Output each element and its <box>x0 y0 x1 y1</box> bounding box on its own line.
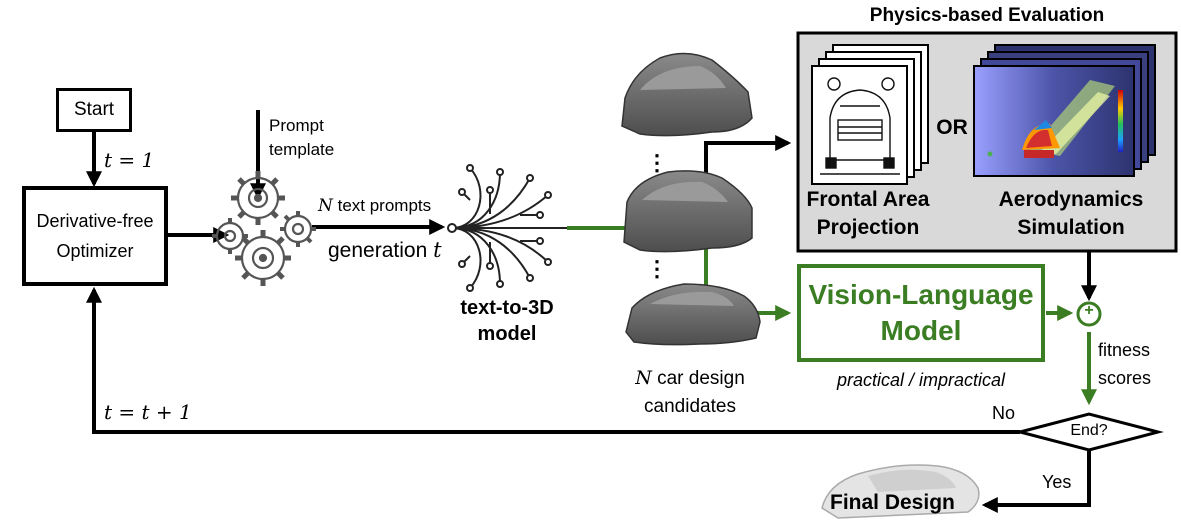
optimizer-label: Derivative-free Optimizer <box>36 211 154 261</box>
generation-var: t <box>433 238 442 262</box>
candidates-line2: candidates <box>644 396 736 417</box>
circuit-brain-icon <box>447 164 567 292</box>
fitness-label: fitness scores <box>1098 340 1152 388</box>
optimizer-node: Derivative-free Optimizer <box>22 186 168 286</box>
or-label: OR <box>936 116 968 139</box>
text-prompts-label: N text prompts <box>318 196 431 216</box>
yes-label: Yes <box>1042 472 1072 492</box>
text-to-3d-label: text-to-3D model <box>460 297 554 345</box>
frontal-projection-image <box>811 44 929 185</box>
gears-icon <box>212 171 316 286</box>
generation-label: generation t <box>328 238 442 263</box>
aero-simulation-image <box>973 44 1156 177</box>
sum-plus: + <box>1084 302 1094 319</box>
vertical-ellipsis-1: ⋮ <box>646 150 668 175</box>
car-candidate-2 <box>623 170 753 253</box>
vlm-label: Vision-Language Model <box>808 279 1034 346</box>
candidates-var: N <box>635 367 652 389</box>
vlm-caption: practical / impractical <box>836 370 1006 390</box>
frontal-area-label: Frontal Area Projection <box>806 188 930 239</box>
vlm-node: Vision-Language Model <box>797 264 1045 362</box>
end-label: End? <box>1070 422 1108 439</box>
car-candidate-3 <box>625 283 761 346</box>
sum-node <box>1076 301 1102 327</box>
candidates-label: N car design candidates <box>604 364 776 421</box>
aero-sim-label: Aerodynamics Simulation <box>998 188 1144 239</box>
start-label: Start <box>73 99 115 120</box>
arrow-yes-final <box>981 450 1091 513</box>
t-update-label: t = t + 1 <box>104 400 192 424</box>
t-initial-label: t = 1 <box>104 148 155 172</box>
text-prompts-var: N <box>318 196 333 216</box>
end-decision <box>1014 412 1164 452</box>
candidates-line1: car design <box>651 368 745 389</box>
prompt-template-label: Prompt template <box>269 116 335 159</box>
final-design-car <box>821 464 980 519</box>
car-candidate-1 <box>621 52 753 137</box>
arrow-no-feedback <box>86 286 1020 434</box>
text-prompts-text: text prompts <box>332 196 432 215</box>
start-node: Start <box>56 88 132 132</box>
vertical-ellipsis-2: ⋮ <box>646 256 668 281</box>
final-design-label: Final Design <box>830 491 955 514</box>
no-label: No <box>992 403 1016 423</box>
generation-text: generation <box>328 239 434 262</box>
physics-title: Physics-based Evaluation <box>869 5 1105 26</box>
